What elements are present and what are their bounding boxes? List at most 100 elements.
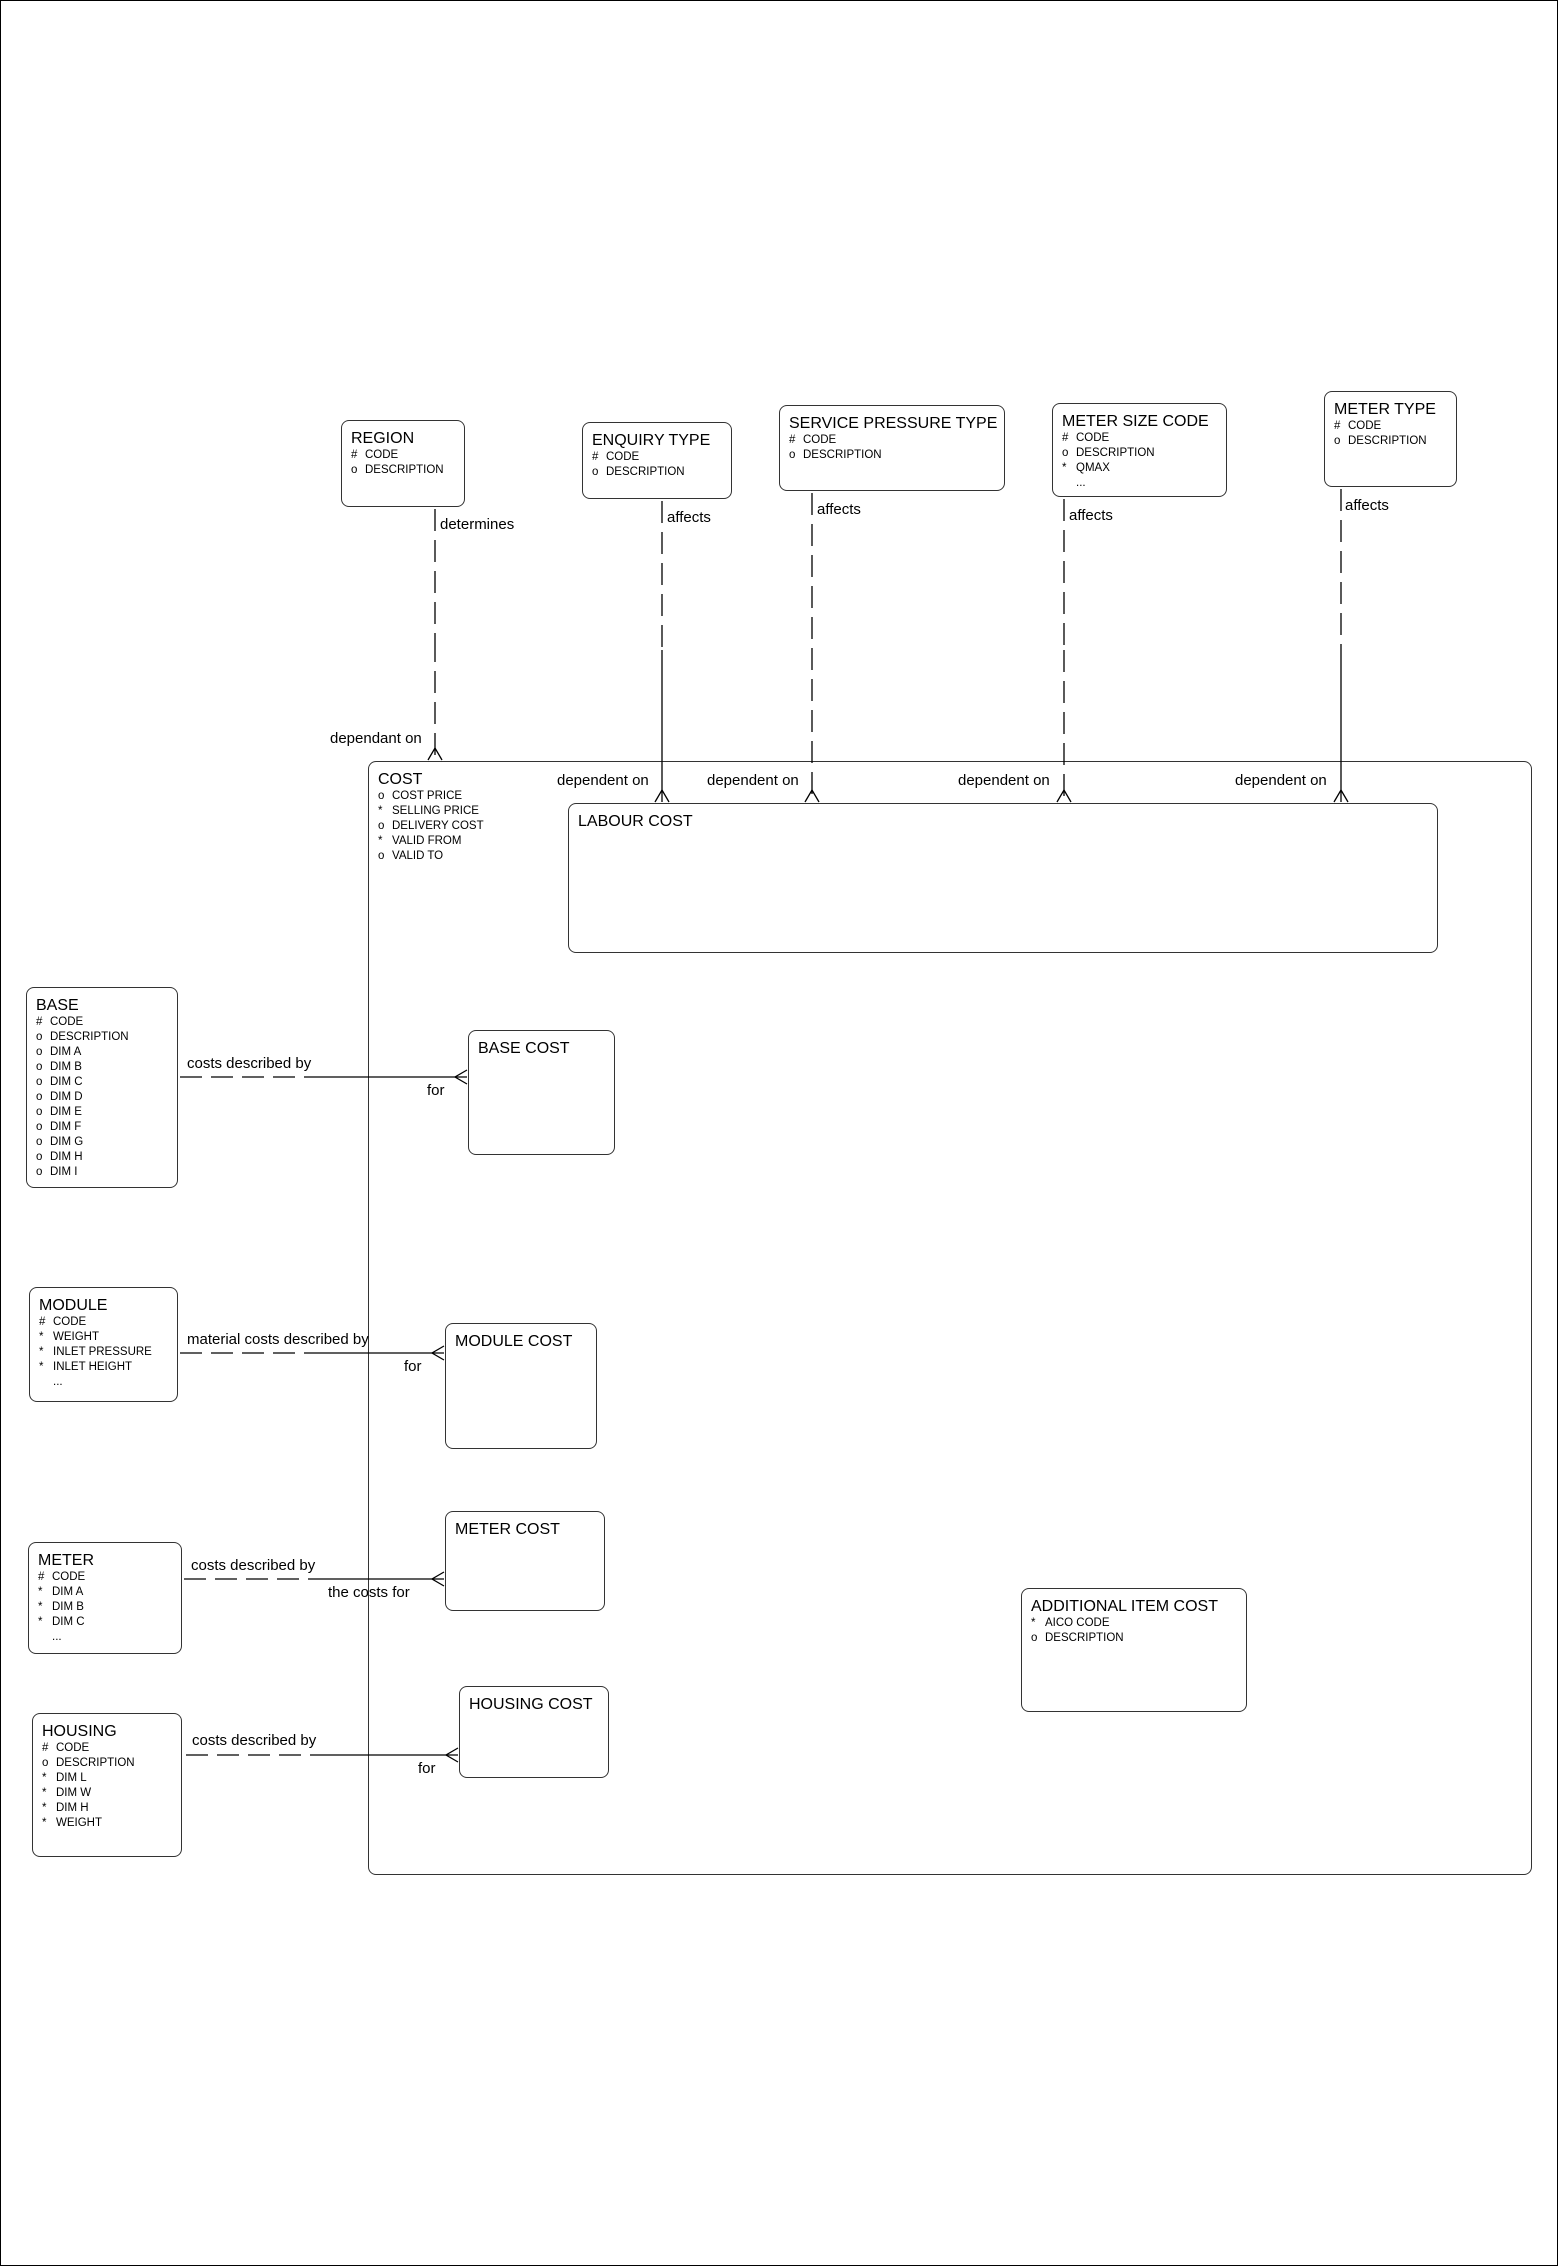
attribute-name: DIM G	[50, 1136, 84, 1148]
attribute-name: DIM B	[52, 1601, 84, 1613]
attribute-name: CODE	[53, 1316, 87, 1328]
attribute-optionality-symbol: *	[39, 1346, 44, 1358]
entity-name: MODULE	[39, 1297, 108, 1314]
attribute: ...	[1062, 476, 1217, 491]
attribute-name: DESCRIPTION	[1045, 1632, 1124, 1644]
entity-module-cost[interactable]: MODULE COST	[445, 1323, 597, 1449]
attribute-name: DESCRIPTION	[1076, 447, 1155, 459]
entity-labour-cost[interactable]: LABOUR COST	[568, 803, 1438, 953]
attribute-name: SELLING PRICE	[392, 805, 479, 817]
attribute-optionality-symbol: o	[36, 1046, 43, 1058]
attribute-optionality-symbol: o	[42, 1757, 49, 1769]
attribute-optionality-symbol: #	[789, 434, 796, 446]
attribute-name: CODE	[50, 1016, 84, 1028]
attribute-optionality-symbol: o	[36, 1091, 43, 1103]
attribute-name: DIM D	[50, 1091, 83, 1103]
attribute: o DESCRIPTION	[42, 1756, 172, 1771]
attribute: *INLET HEIGHT	[39, 1360, 168, 1375]
entity-housing-cost[interactable]: HOUSING COST	[459, 1686, 609, 1778]
attribute: #CODE	[789, 433, 995, 448]
attribute: # CODE	[351, 448, 455, 463]
attribute-name: DESCRIPTION	[50, 1031, 129, 1043]
attribute: *DIM B	[38, 1600, 172, 1615]
attribute-list: #CODE*DIM A*DIM B*DIM C...	[38, 1570, 172, 1645]
attribute-optionality-symbol: o	[36, 1031, 43, 1043]
attribute-name: DESCRIPTION	[56, 1757, 135, 1769]
entity-base-cost[interactable]: BASE COST	[468, 1030, 615, 1155]
relationship-label-enquiry-type-to: dependent on	[557, 772, 649, 789]
attribute: o DESCRIPTION	[36, 1030, 168, 1045]
attribute-optionality-symbol: #	[351, 449, 358, 461]
attribute: o DIM G	[36, 1135, 168, 1150]
attribute: *INLET PRESSURE	[39, 1345, 168, 1360]
attribute: #CODE	[592, 450, 722, 465]
crowfoot-icon	[1056, 788, 1072, 803]
crowfoot-icon	[453, 1069, 468, 1085]
entity-meter-cost[interactable]: METER COST	[445, 1511, 605, 1611]
attribute-name: WEIGHT	[56, 1817, 102, 1829]
relationship-label-meter-type-from: affects	[1345, 497, 1389, 514]
entity-name: COST	[378, 771, 423, 788]
attribute-optionality-symbol: o	[36, 1076, 43, 1088]
entity-name: METER COST	[455, 1521, 560, 1538]
attribute-optionality-symbol: o	[1334, 435, 1341, 447]
attribute-optionality-symbol: o	[1062, 447, 1069, 459]
attribute: o DESCRIPTION	[592, 465, 722, 480]
attribute-name: VALID TO	[392, 850, 444, 862]
attribute-name: DIM W	[56, 1787, 92, 1799]
attribute-name: DESCRIPTION	[365, 464, 444, 476]
relationship-label-meter-from: costs described by	[191, 1557, 316, 1574]
attribute: #CODE	[1062, 431, 1217, 446]
attribute: *DIM C	[38, 1615, 172, 1630]
entity-module[interactable]: MODULE #CODE*WEIGHT*INLET PRESSURE*INLET…	[29, 1287, 178, 1402]
entity-name: LABOUR COST	[578, 813, 693, 830]
attribute-name: DIM C	[50, 1076, 83, 1088]
entity-meter[interactable]: METER #CODE*DIM A*DIM B*DIM C...	[28, 1542, 182, 1654]
entity-name: ENQUIRY TYPE	[592, 432, 711, 449]
attribute: #CODE	[1334, 419, 1447, 434]
relationship-label-module-to: for	[404, 1358, 422, 1375]
relationship-label-service-pressure-type-from: affects	[817, 501, 861, 518]
entity-name: METER	[38, 1552, 94, 1569]
attribute: o DIM D	[36, 1090, 168, 1105]
attribute-name: DIM E	[50, 1106, 82, 1118]
attribute-optionality-symbol: o	[36, 1106, 43, 1118]
attribute-optionality-symbol: o	[592, 466, 599, 478]
attribute-optionality-symbol: o	[36, 1136, 43, 1148]
attribute-name: DESCRIPTION	[606, 466, 685, 478]
attribute-name: CODE	[365, 449, 399, 461]
entity-name: BASE COST	[478, 1040, 570, 1057]
attribute-optionality-symbol: o	[36, 1061, 43, 1073]
relationship-label-meter-to: the costs for	[328, 1584, 410, 1601]
attribute-name: DIM A	[52, 1586, 84, 1598]
attribute-optionality-symbol: *	[42, 1802, 47, 1814]
entity-name: HOUSING	[42, 1723, 117, 1740]
attribute: *SELLING PRICE	[378, 804, 1522, 819]
attribute-optionality-symbol: #	[1334, 420, 1341, 432]
relationship-label-service-pressure-type-to: dependent on	[707, 772, 799, 789]
entity-name: HOUSING COST	[469, 1696, 593, 1713]
attribute-name: COST PRICE	[392, 790, 463, 802]
attribute-optionality-symbol: o	[378, 850, 385, 862]
relationship-label-base-from: costs described by	[187, 1055, 312, 1072]
